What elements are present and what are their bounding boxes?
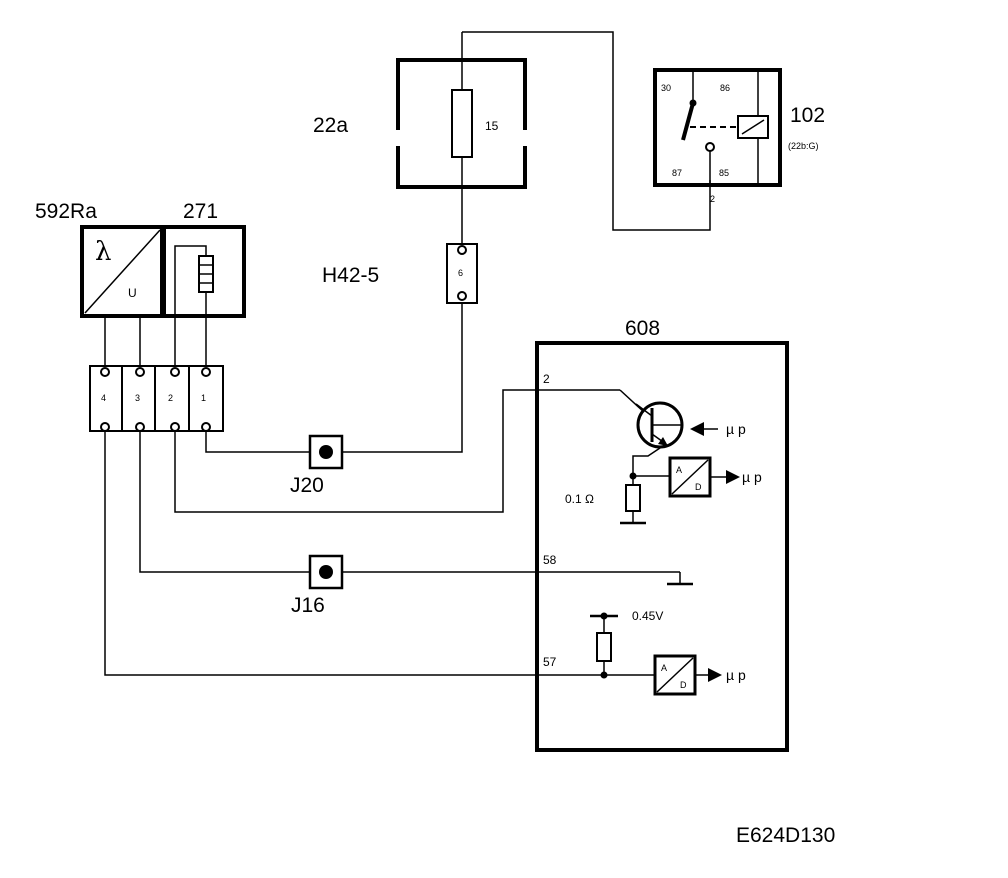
shunt-resistor xyxy=(620,472,670,525)
reference-voltage-label: 0.45V xyxy=(632,609,663,623)
fuse-element xyxy=(451,89,473,158)
lambda-output-label: U xyxy=(128,286,137,300)
transistor xyxy=(619,389,718,485)
adc-2-mu-p-label: µ p xyxy=(726,667,746,683)
fuse-number-label: 15 xyxy=(485,119,499,133)
lambda-symbol: λ xyxy=(95,237,111,267)
lambda-ref-label: 592Ra xyxy=(35,200,97,223)
relay-pin-87: 87 xyxy=(672,168,682,178)
fuse-to-relay-wire xyxy=(462,31,711,231)
fuse-box-22a xyxy=(396,32,527,244)
adc-1-mu-p-label: µ p xyxy=(742,469,762,485)
ecu-pin-58: 58 xyxy=(543,553,557,567)
heater-271 xyxy=(162,225,246,368)
adc-2 xyxy=(653,654,722,696)
relay-pin-86: 86 xyxy=(720,83,730,93)
adc-1-a-label: A xyxy=(676,465,682,475)
splice-j20-label: J20 xyxy=(290,474,324,497)
pin2-to-ecu-wire xyxy=(174,389,620,513)
sensor-connector xyxy=(89,365,224,432)
h42-to-j20-wire xyxy=(342,303,463,453)
splice-j20 xyxy=(308,434,344,470)
ecu-ref-label: 608 xyxy=(625,317,660,340)
adc-2-d-label: D xyxy=(680,680,687,690)
transistor-mu-p-label: µ p xyxy=(726,421,746,437)
sensor-pin-2: 2 xyxy=(168,393,173,403)
lambda-sensor-592ra xyxy=(80,225,164,368)
adc-2-a-label: A xyxy=(661,663,667,673)
adc-1 xyxy=(668,456,740,498)
fuse-ref-label: 22a xyxy=(313,114,348,137)
relay-pin-30: 30 xyxy=(661,83,671,93)
sensor-pin-1: 1 xyxy=(201,393,206,403)
heater-ref-label: 271 xyxy=(183,200,218,223)
splice-j16 xyxy=(308,554,344,590)
relay-coil-pin-label: 2 xyxy=(710,194,715,204)
shunt-resistor-label: 0.1 Ω xyxy=(565,492,594,506)
relay-sub-label: (22b:G) xyxy=(788,141,819,151)
sensor-pin-4: 4 xyxy=(101,393,106,403)
sensor-pin-3: 3 xyxy=(135,393,140,403)
relay-ref-label: 102 xyxy=(790,104,825,127)
pin3-to-ecu-ground-wire xyxy=(139,431,680,573)
adc-1-d-label: D xyxy=(695,482,702,492)
relay-pin-85: 85 xyxy=(719,168,729,178)
arrow-right-icon xyxy=(708,668,722,682)
pin4-to-ecu-wire xyxy=(104,431,655,676)
ecu-pin-2: 2 xyxy=(543,372,550,386)
arrow-right-icon xyxy=(726,470,740,484)
h42-pin-label: 6 xyxy=(458,268,463,278)
ecu-pin-57: 57 xyxy=(543,655,557,669)
ecu-608-box xyxy=(535,341,789,752)
reference-voltage-resistor xyxy=(590,612,618,679)
arrow-left-icon xyxy=(690,422,704,436)
relay-102 xyxy=(653,68,782,187)
pin1-to-j20-wire xyxy=(205,431,310,453)
h42-ref-label: H42-5 xyxy=(322,264,379,287)
diagram-code: E624D130 xyxy=(736,824,835,847)
pin58-ground xyxy=(667,572,693,586)
splice-j16-label: J16 xyxy=(291,594,325,617)
